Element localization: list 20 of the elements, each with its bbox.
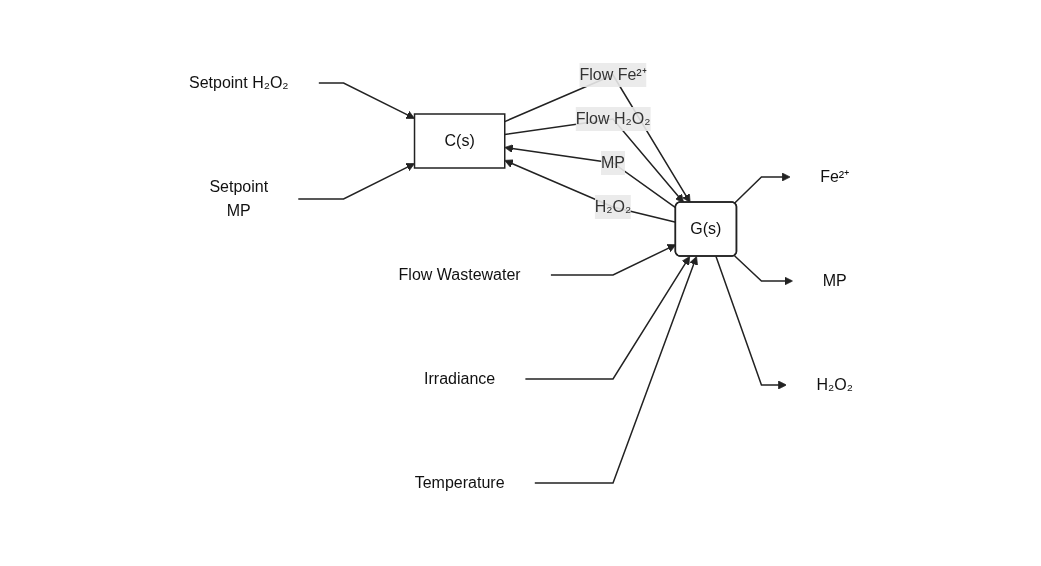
node-text: Fe²⁺ xyxy=(819,168,849,185)
arrow xyxy=(524,256,690,380)
node-text: MP xyxy=(822,272,847,289)
arrow xyxy=(714,255,787,390)
arrow xyxy=(733,172,791,204)
edge-label: Flow Fe²⁺ xyxy=(578,66,647,83)
edge-label: H₂O₂ xyxy=(594,198,631,215)
arrow xyxy=(533,256,698,484)
arrow xyxy=(296,163,415,200)
node-text: Setpoint H₂O₂ xyxy=(188,74,289,91)
arrow xyxy=(317,82,415,119)
node-text: H₂O₂ xyxy=(816,376,853,393)
node-text: Flow Wastewater xyxy=(398,266,521,283)
edge-label: MP xyxy=(600,154,625,171)
node-text: Irradiance xyxy=(423,370,495,387)
node-text: Temperature xyxy=(414,474,505,491)
node-box: C(s) xyxy=(413,113,506,169)
arrow xyxy=(733,255,793,286)
edge-label: Flow H₂O₂ xyxy=(575,110,650,127)
node-text: Setpoint MP xyxy=(208,178,268,219)
